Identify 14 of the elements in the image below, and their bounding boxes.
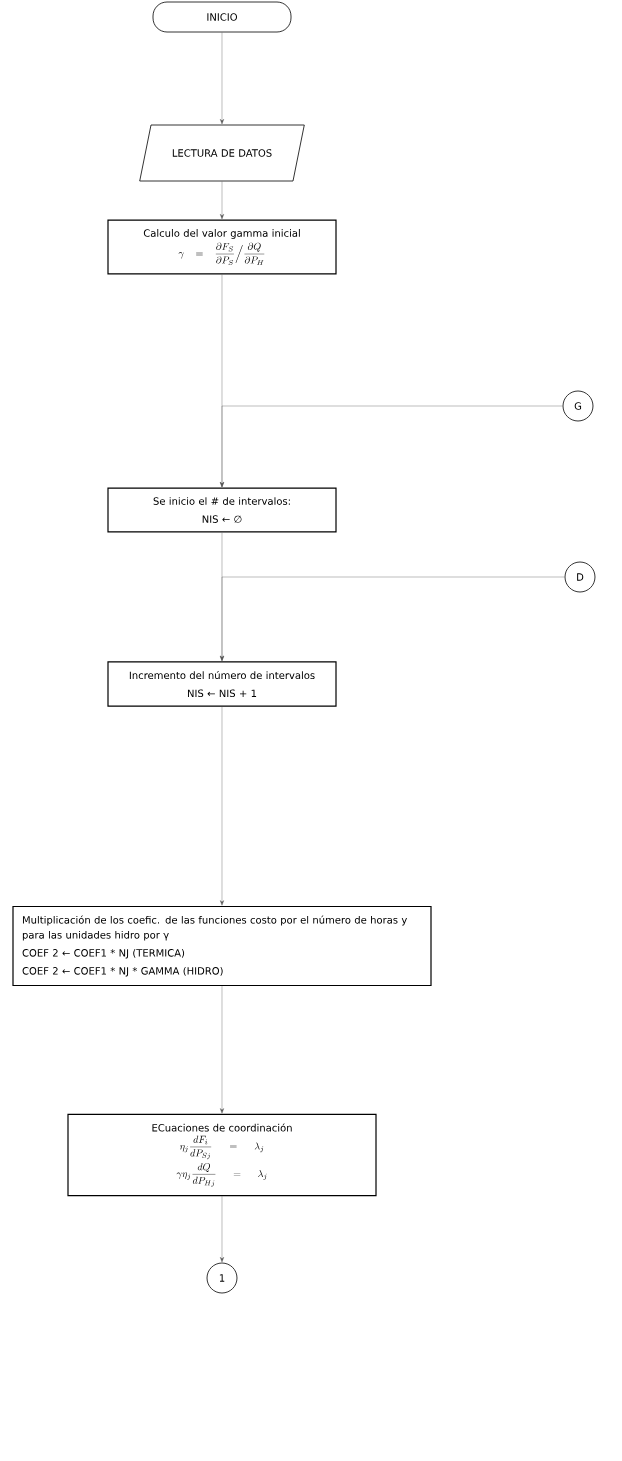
arrow — [220, 706, 224, 906]
process-box: ECuaciones de coordinación $\eta_j \frac{dF_i}{dP_{Sj}} = \lambda_j$ $\gamma\eta_j \frac{dQ}{dP_{Hj}} = \lambda_j$ — [67, 1113, 377, 1197]
arrow — [220, 181, 224, 220]
terminal-box: INICIO — [152, 1, 292, 33]
process-box: Se inicio el # de intervalos: NIS ← ∅ — [107, 487, 337, 533]
input-parallelogram: LECTURA DE DATOS — [139, 124, 305, 182]
arrow — [220, 32, 224, 125]
arrow — [220, 576, 565, 661]
process-box: Calculo del valor gamma inicial $\gamma = \frac{\partial F_S}{\partial P_S} \Big/ \frac{\partial Q}{\partial P_H}$ — [107, 219, 337, 275]
process-box: Multiplicación de los coefic. de las funciones costo por el número de horas y para las unidades hidro por γ COEF 2 ← COEF1 * NJ (TERMICA) COEF 2 ← COEF1 * NJ * GAMMA (HIDRO) — [12, 905, 432, 987]
process-box: Incremento del número de intervalos NIS ← NIS + 1 — [107, 661, 337, 707]
arrow — [220, 1196, 224, 1263]
arrow — [220, 985, 224, 1114]
arrow — [220, 405, 563, 488]
